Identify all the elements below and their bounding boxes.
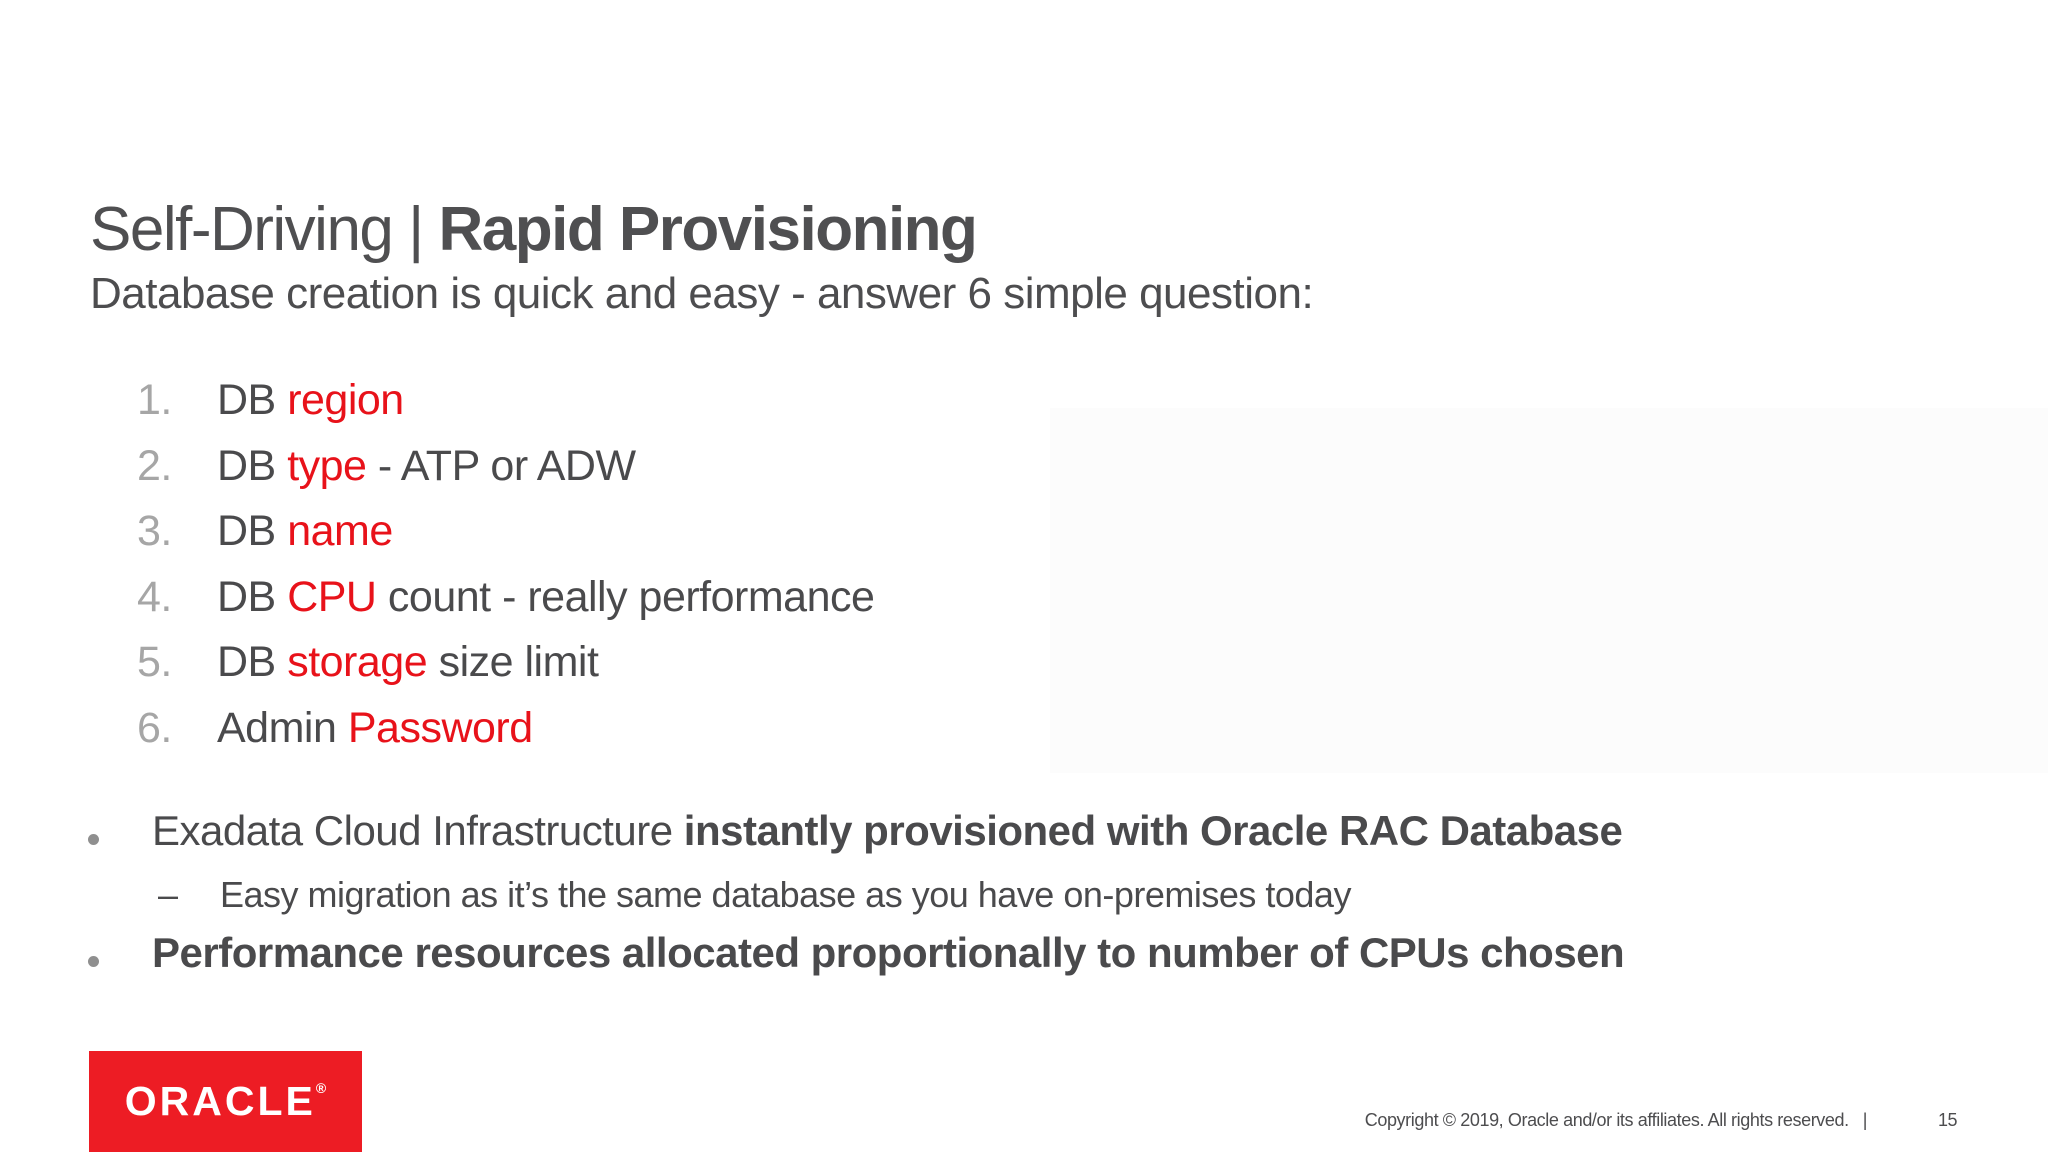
- background-panel: [1050, 408, 2048, 773]
- question-number: 5.: [137, 638, 172, 687]
- question-number: 6.: [137, 703, 172, 752]
- bullet-dot-icon: [88, 807, 152, 855]
- title-light-segment: Self-Driving |: [90, 194, 439, 264]
- footer-separator: |: [1862, 1110, 1868, 1130]
- question-item-2: 2. DB type - ATP or ADW: [137, 434, 874, 500]
- question-pre-text: DB: [217, 638, 288, 687]
- question-text: DB CPU count - really performance: [217, 572, 875, 622]
- question-item-6: 6. Admin Password: [137, 696, 874, 762]
- question-pre-text: DB: [217, 376, 288, 425]
- question-pre-text: DB: [217, 441, 288, 490]
- bullet-exadata: Exadata Cloud Infrastructure instantly p…: [88, 806, 1623, 856]
- oracle-wordmark-text: ORACLE: [124, 1078, 316, 1124]
- question-text: DB type - ATP or ADW: [217, 442, 636, 491]
- question-number: 4.: [137, 572, 172, 621]
- question-keyword: region: [287, 376, 404, 425]
- question-keyword: CPU: [287, 572, 377, 621]
- sub-bullet-migration: – Easy migration as it’s the same databa…: [158, 873, 1351, 917]
- question-item-3: 3. DB name: [137, 499, 874, 565]
- question-post-text: size limit: [427, 638, 599, 687]
- bullet-performance: Performance resources allocated proporti…: [88, 928, 1625, 978]
- bullet-bold-segment: instantly provisioned with Oracle RAC Da…: [683, 807, 1623, 854]
- question-pre-text: Admin: [217, 703, 348, 752]
- question-pre-text: DB: [217, 507, 288, 556]
- question-post-text: count - really performance: [376, 572, 875, 621]
- oracle-wordmark: ORACLE®: [125, 1081, 326, 1122]
- oracle-logo: ORACLE®: [89, 1051, 362, 1152]
- sub-bullet-text: Easy migration as it’s the same database…: [220, 874, 1351, 915]
- slide-subtitle: Database creation is quick and easy - an…: [90, 269, 1314, 318]
- question-item-1: 1. DB region: [137, 368, 874, 434]
- question-text: DB storage size limit: [217, 638, 599, 687]
- question-list: 1. DB region 2. DB type - ATP or ADW 3. …: [137, 368, 875, 762]
- title-bold-segment: Rapid Provisioning: [438, 194, 977, 264]
- question-post-text: - ATP or ADW: [366, 441, 636, 490]
- question-keyword: storage: [287, 638, 428, 687]
- page-title: Self-Driving | Rapid Provisioning: [90, 194, 978, 266]
- bullet-text: Exadata Cloud Infrastructure instantly p…: [152, 807, 1623, 855]
- question-text: DB name: [217, 507, 393, 556]
- question-keyword: Password: [347, 703, 533, 752]
- question-number: 2.: [137, 441, 172, 490]
- bullet-normal-segment: Exadata Cloud Infrastructure: [152, 807, 684, 854]
- question-keyword: type: [287, 441, 367, 490]
- question-pre-text: DB: [217, 572, 288, 621]
- copyright-notice: Copyright © 2019, Oracle and/or its affi…: [1364, 1110, 1868, 1131]
- bullet-dot-icon: [88, 929, 152, 977]
- question-item-5: 5. DB storage size limit: [137, 630, 874, 696]
- registered-trademark-icon: ®: [315, 1080, 327, 1096]
- page-number: 15: [1938, 1110, 1958, 1130]
- question-keyword: name: [287, 507, 393, 556]
- question-number: 3.: [137, 507, 172, 556]
- dash-marker-icon: –: [158, 874, 178, 915]
- question-item-4: 4. DB CPU count - really performance: [137, 565, 875, 631]
- question-text: DB region: [217, 376, 404, 425]
- copyright-text: Copyright © 2019, Oracle and/or its affi…: [1364, 1110, 1849, 1130]
- question-number: 1.: [137, 376, 172, 425]
- bullet-bold-text: Performance resources allocated proporti…: [152, 929, 1625, 976]
- question-text: Admin Password: [217, 704, 533, 753]
